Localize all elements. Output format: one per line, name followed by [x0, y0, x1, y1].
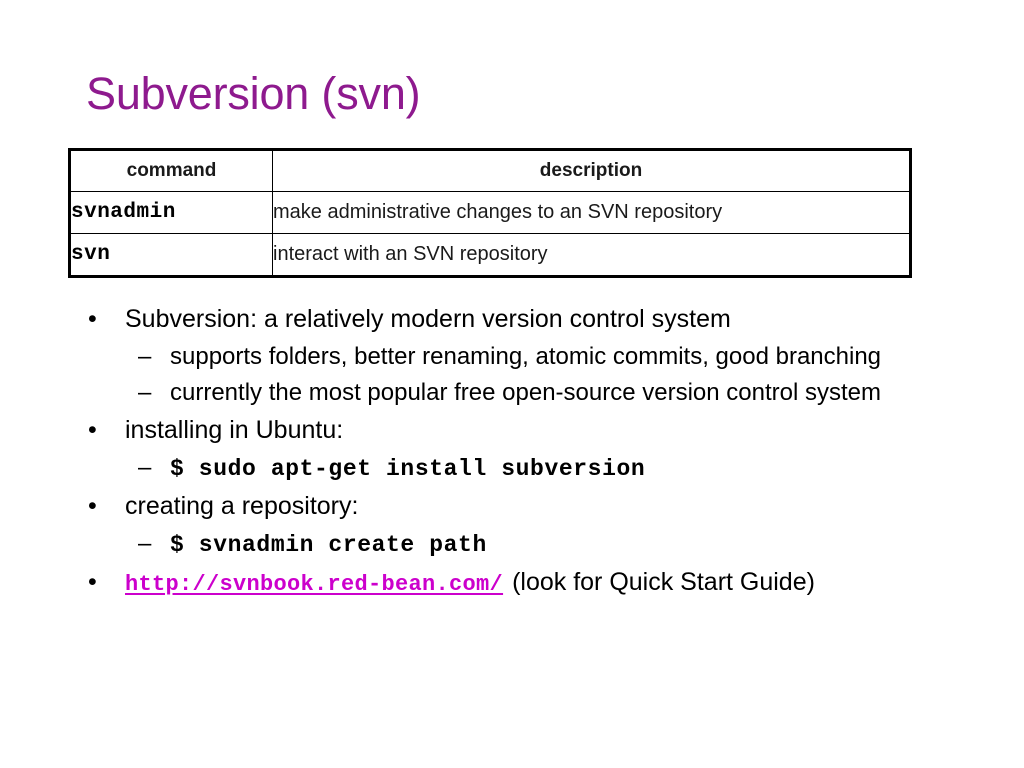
table-row: svnadmin make administrative changes to …	[69, 191, 911, 234]
list-item-command: – $ svnadmin create path	[0, 526, 1024, 563]
command-text: $ svnadmin create path	[170, 532, 487, 558]
command-text: $ sudo apt-get install subversion	[170, 456, 646, 482]
list-item: • installing in Ubuntu:	[0, 411, 1024, 450]
column-header-description: description	[272, 149, 911, 192]
cell-description-svn: interact with an SVN repository	[272, 233, 911, 277]
bullet-dash-icon: –	[138, 530, 152, 557]
list-item: – currently the most popular free open-s…	[0, 375, 1024, 411]
bullet-dot-icon: •	[88, 568, 97, 596]
list-item-command: – $ sudo apt-get install subversion	[0, 450, 1024, 487]
cell-command-svn: svn	[69, 233, 273, 277]
cell-description-svnadmin: make administrative changes to an SVN re…	[272, 191, 911, 234]
bullet-dot-icon: •	[88, 305, 97, 333]
bullet-dot-icon: •	[88, 416, 97, 444]
cell-command-svnadmin: svnadmin	[69, 191, 273, 234]
bullet-dash-icon: –	[138, 343, 152, 370]
table-row: svn interact with an SVN repository	[69, 233, 911, 277]
list-item-label: supports folders, better renaming, atomi…	[170, 343, 882, 370]
list-item-label: creating a repository:	[125, 492, 359, 520]
column-header-command: command	[69, 149, 273, 192]
list-item-label: Subversion: a relatively modern version …	[125, 305, 731, 333]
bullet-dot-icon: •	[88, 492, 97, 520]
bullet-dash-icon: –	[138, 379, 152, 406]
list-item: • Subversion: a relatively modern versio…	[0, 300, 1024, 339]
bullet-dash-icon: –	[138, 454, 152, 481]
table-header-row: command description	[69, 149, 911, 192]
list-item-label: installing in Ubuntu:	[125, 416, 344, 444]
link-trailing-label: (look for Quick Start Guide)	[512, 568, 815, 596]
svnbook-link[interactable]: http://svnbook.red-bean.com/	[125, 572, 504, 597]
slide-body-list: • Subversion: a relatively modern versio…	[0, 300, 1024, 604]
list-item: – supports folders, better renaming, ato…	[0, 339, 1024, 375]
command-reference-table: command description svnadmin make admini…	[68, 148, 912, 278]
list-item: • creating a repository:	[0, 487, 1024, 526]
page-title: Subversion (svn)	[86, 68, 421, 119]
list-item-label: currently the most popular free open-sou…	[170, 379, 881, 406]
list-item-link: • http://svnbook.red-bean.com/ (look for …	[0, 563, 1024, 604]
